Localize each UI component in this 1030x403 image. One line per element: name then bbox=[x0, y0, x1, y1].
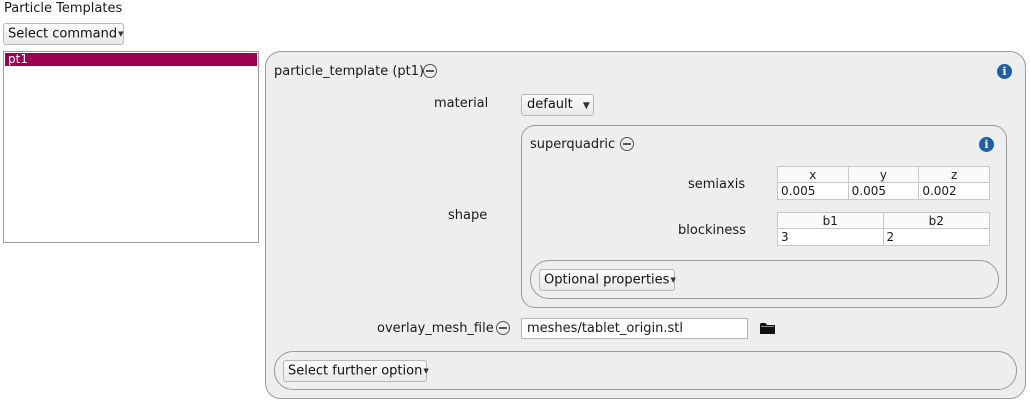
collapse-template-icon[interactable] bbox=[423, 64, 437, 78]
overlay-mesh-input[interactable]: meshes/tablet_origin.stl bbox=[521, 318, 748, 339]
material-dropdown[interactable]: default ▼ bbox=[521, 94, 594, 116]
semiaxis-z-cell[interactable]: 0.002 bbox=[918, 182, 990, 200]
material-label: material bbox=[434, 96, 489, 111]
material-value: default bbox=[527, 97, 573, 112]
semiaxis-header-y: y bbox=[847, 166, 920, 183]
blockiness-label: blockiness bbox=[678, 223, 746, 238]
optional-properties-button[interactable]: Optional properties▼ bbox=[539, 269, 676, 291]
caret-down-icon: ▼ bbox=[118, 30, 124, 38]
blockiness-b2-cell[interactable]: 2 bbox=[882, 228, 990, 246]
semiaxis-label: semiaxis bbox=[688, 177, 746, 192]
list-item-pt1[interactable]: pt1 bbox=[5, 53, 257, 66]
blockiness-table[interactable]: b1 b2 3 2 bbox=[777, 212, 990, 246]
collapse-superquadric-icon[interactable] bbox=[620, 137, 634, 151]
overlay-mesh-label: overlay_mesh_file bbox=[377, 321, 494, 336]
shape-label: shape bbox=[448, 208, 488, 223]
blockiness-header-b2: b2 bbox=[882, 212, 990, 229]
caret-down-icon: ▼ bbox=[670, 276, 676, 284]
template-list[interactable]: pt1 bbox=[3, 51, 259, 243]
remove-overlay-icon[interactable] bbox=[496, 321, 510, 335]
superquadric-title: superquadric bbox=[530, 137, 616, 152]
list-item-label: pt1 bbox=[8, 52, 28, 66]
semiaxis-header-x: x bbox=[777, 166, 849, 183]
semiaxis-y-cell[interactable]: 0.005 bbox=[847, 182, 920, 200]
select-command-label: Select command bbox=[8, 26, 118, 42]
select-command-button[interactable]: Select command▼ bbox=[3, 23, 124, 45]
blockiness-header-b1: b1 bbox=[777, 212, 884, 229]
semiaxis-x-cell[interactable]: 0.005 bbox=[777, 182, 849, 200]
select-further-option-button[interactable]: Select further option▼ bbox=[283, 360, 429, 382]
select-further-option-label: Select further option bbox=[288, 363, 423, 379]
panel-title: particle_template (pt1) bbox=[274, 64, 425, 79]
optional-properties-label: Optional properties bbox=[544, 272, 670, 288]
caret-down-icon: ▼ bbox=[423, 367, 429, 375]
folder-icon[interactable] bbox=[760, 322, 776, 334]
info-icon[interactable]: i bbox=[979, 137, 994, 152]
semiaxis-header-z: z bbox=[918, 166, 990, 183]
blockiness-b1-cell[interactable]: 3 bbox=[777, 228, 884, 246]
page-title: Particle Templates bbox=[4, 1, 123, 16]
caret-down-icon: ▼ bbox=[582, 101, 590, 111]
semiaxis-table[interactable]: x y z 0.005 0.005 0.002 bbox=[777, 166, 990, 200]
info-icon[interactable]: i bbox=[997, 64, 1012, 79]
